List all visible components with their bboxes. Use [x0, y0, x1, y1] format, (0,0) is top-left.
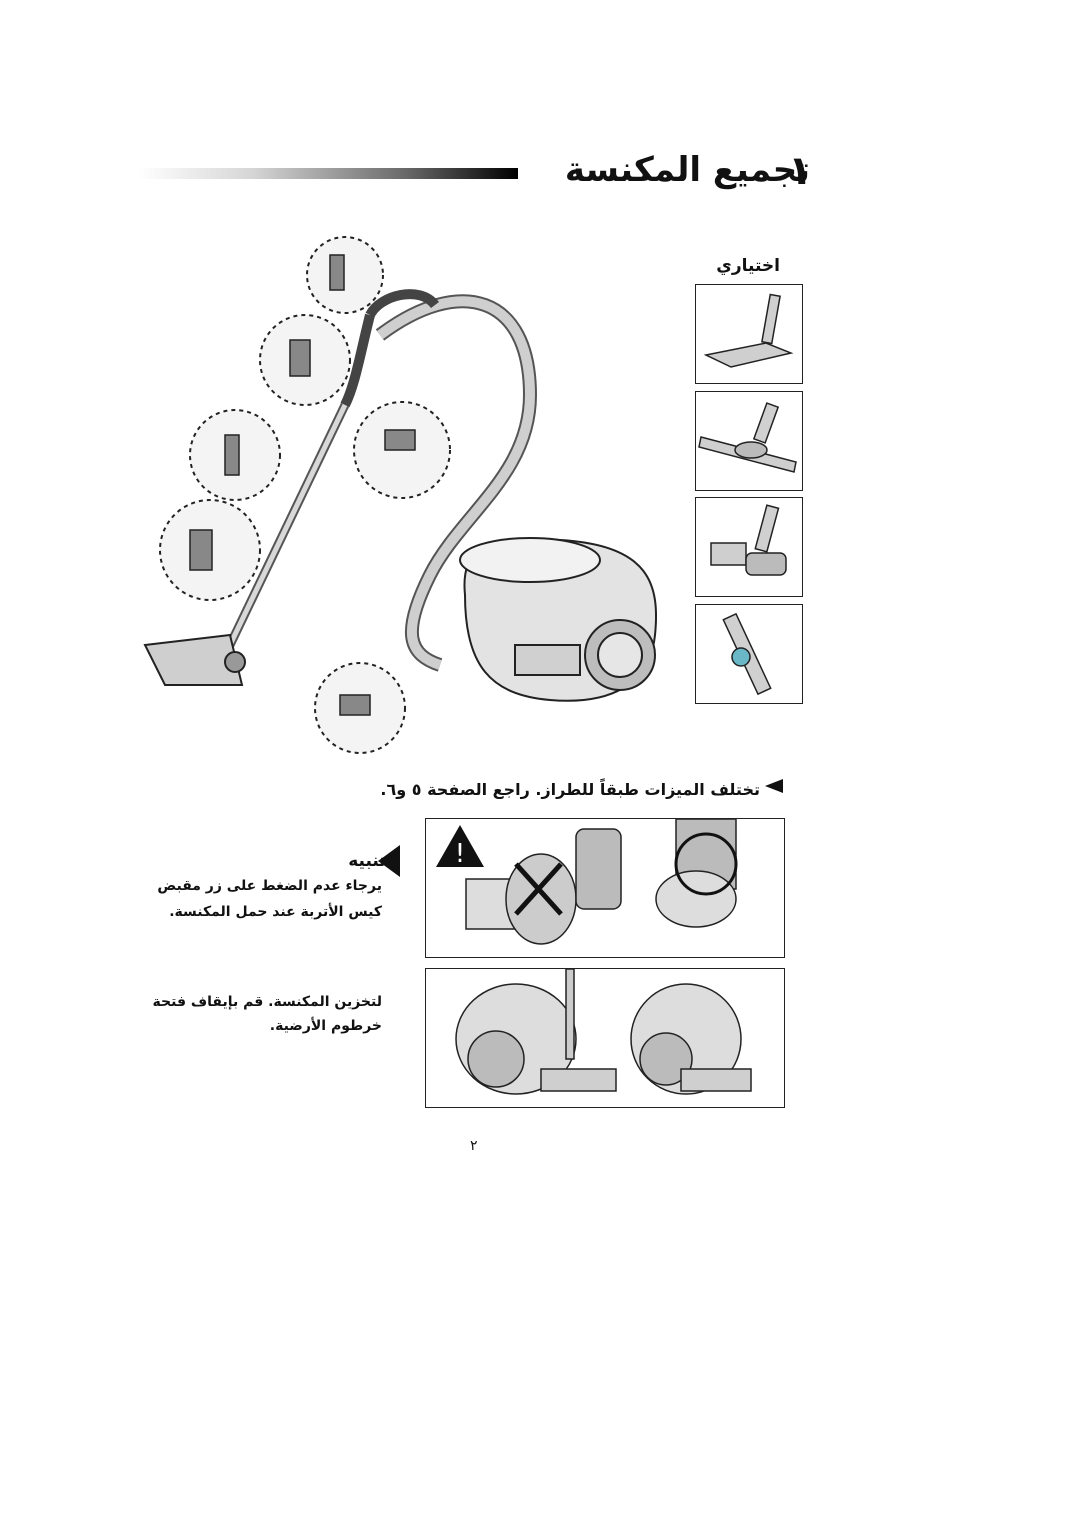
turbo-floor-brush-icon	[703, 293, 794, 368]
caution-text-line-1: يرجاء عدم الضغط على زر مقبض	[157, 878, 382, 894]
accessory-box-4	[695, 604, 803, 704]
accessory-box-3	[695, 497, 803, 597]
parquet-brush-icon	[698, 402, 797, 473]
feature-note: تختلف الميزات طبقاً للطراز. راجع الصفحة …	[380, 780, 760, 799]
svg-text:!: !	[455, 839, 465, 869]
caution-label-shape	[378, 845, 400, 877]
ok-circle-icon	[674, 832, 738, 896]
warning-triangle-icon	[436, 825, 484, 867]
mini-turbo-brush-icon	[710, 504, 787, 576]
page-number: ٢	[470, 1138, 478, 1154]
section-title: تجميع المكنسة	[564, 150, 810, 190]
caution-figure-2	[425, 968, 785, 1108]
accessory-box-1	[695, 284, 803, 384]
vacuum-assembly-illustration	[143, 236, 658, 754]
optional-accessories-label: اختياري	[716, 256, 780, 276]
caution-figure-1: !	[425, 818, 785, 958]
accessory-box-2	[695, 391, 803, 491]
hose-adapter-icon	[722, 612, 772, 696]
storage-illustration	[455, 968, 752, 1095]
caution-label: تنبيه	[348, 851, 386, 871]
note-arrow-icon	[765, 779, 783, 793]
header-gradient-bar	[138, 168, 518, 179]
carry-warning-illustration: !	[436, 818, 738, 945]
caution-text-line-2: كيس الأتربة عند حمل المكنسة.	[169, 904, 382, 920]
storage-text-line-2: خرطوم الأرضية.	[269, 1018, 382, 1034]
storage-text-line-1: لتخزين المكنسة. قم بإيقاف فتحة	[152, 994, 382, 1010]
section-number: ١	[788, 148, 813, 194]
